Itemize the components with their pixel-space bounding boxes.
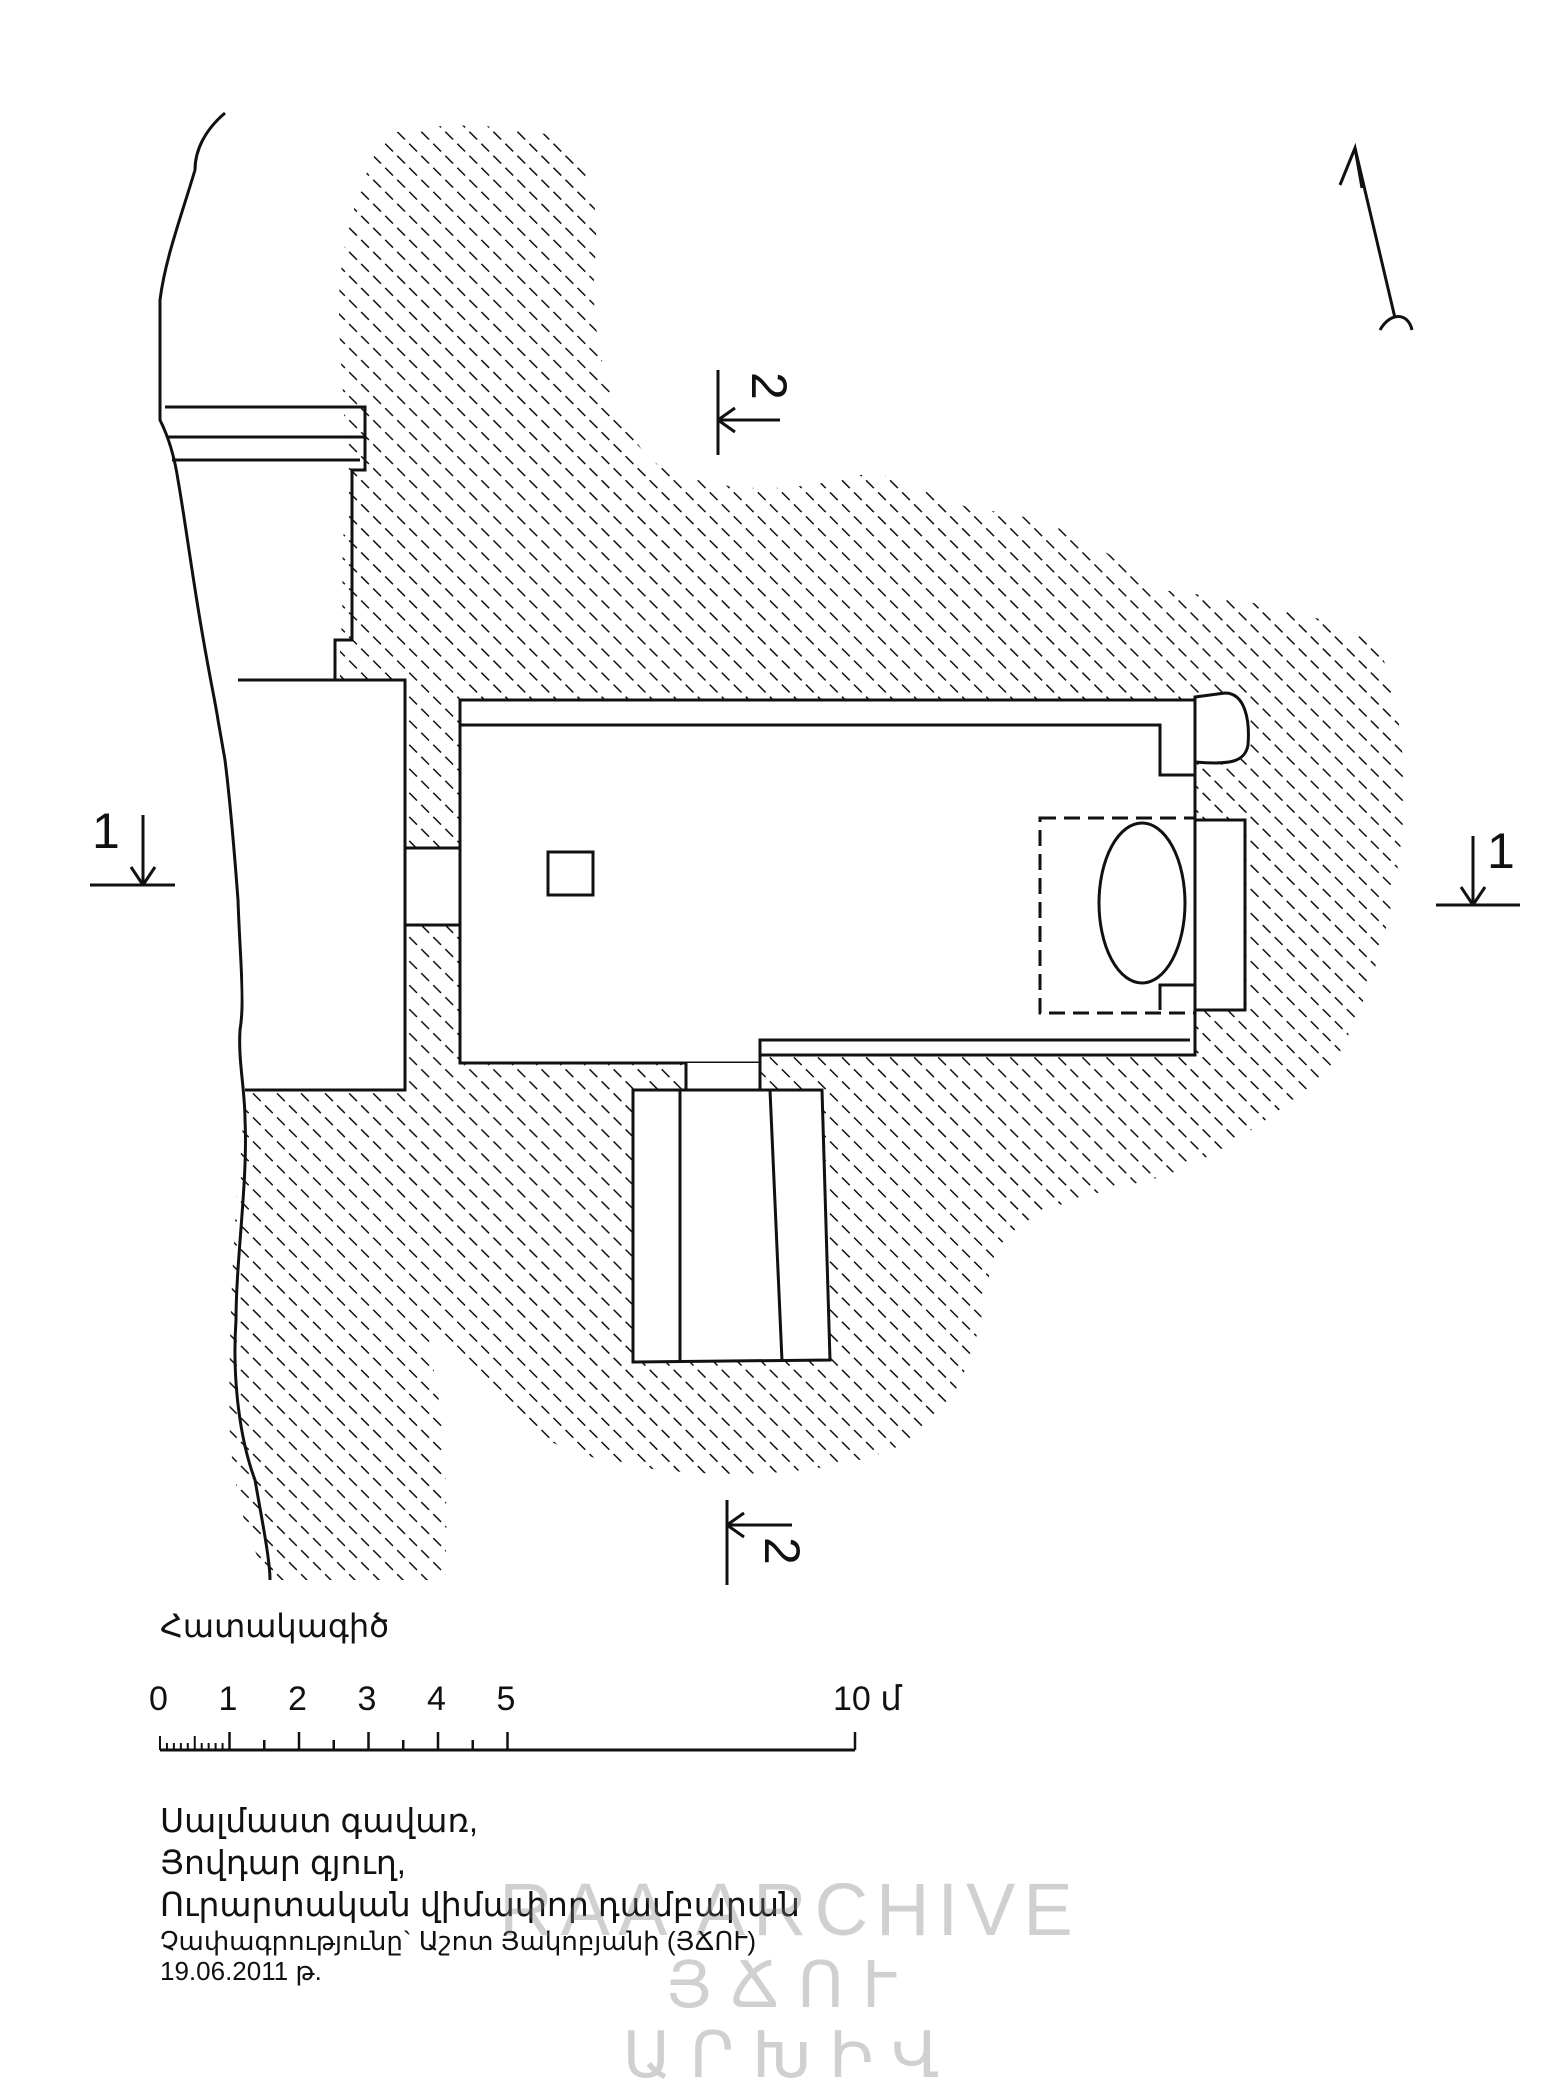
burial-pit [1097,821,1187,985]
scale-tick-labels: 0 1 2 3 4 5 10 մ [149,1680,902,1718]
scale-tick-label: 3 [358,1680,377,1718]
caption-village: Յովդար գյուղ, [160,1844,406,1881]
tomb-outline-dashed [1038,816,1197,1015]
caption-region: Սալմաստ գավառ, [160,1802,479,1839]
section-mark-1-left: 1 [90,803,175,887]
svg-text:2: 2 [741,372,797,400]
scale-tick-label: 2 [288,1680,307,1718]
drawing-title: Հատակագիծ [160,1608,390,1644]
chamber-bench-line [460,723,1195,777]
caption-monument: Ուրարտական վիմափոր դամբարան [160,1886,800,1923]
svg-text:1: 1 [1487,823,1515,879]
caption-credit: Չափագրությունը` Աշոտ Յակոբյանի (ՅՃՈՒ) [160,1926,757,1956]
svg-text:1: 1 [92,803,120,859]
scale-tick-label: 1 [219,1680,238,1718]
caption-block: Սալմաստ գավառ, Յովդար գյուղ, Ուրարտական … [160,1800,800,1986]
scale-tick-label: 10 մ [833,1680,902,1718]
forecourt-outline [238,678,407,1092]
scale-ticks [159,1732,857,1750]
section-mark-2-bottom: 2 [725,1500,810,1585]
north-arrow-icon [1338,142,1414,331]
floor-pit-square [546,850,595,897]
caption-date: 19.06.2011 թ. [160,1956,322,1986]
cliff-edge-line [158,111,272,1581]
upper-platform [165,405,367,682]
section-mark-2-top: 2 [716,370,797,455]
scale-tick-label: 4 [427,1680,446,1718]
tomb-platform [1193,818,1247,1012]
niche [1193,691,1250,765]
lower-passage [686,1063,760,1090]
svg-text:2: 2 [754,1537,810,1565]
scale-tick-label: 5 [497,1680,516,1718]
tomb-corner [1158,983,1195,1010]
scale-tick-label: 0 [149,1680,168,1718]
section-mark-1-right: 1 [1436,823,1520,907]
lower-chamber [631,1088,832,1364]
lower-chamber-step [768,1089,784,1362]
chamber-bench-line [758,1038,1190,1063]
doorway-passage [403,846,462,927]
site-plan-drawing: 1 1 2 2 [90,111,1520,1585]
scale-bar: 0 1 2 3 4 5 10 մ [149,1680,902,1752]
